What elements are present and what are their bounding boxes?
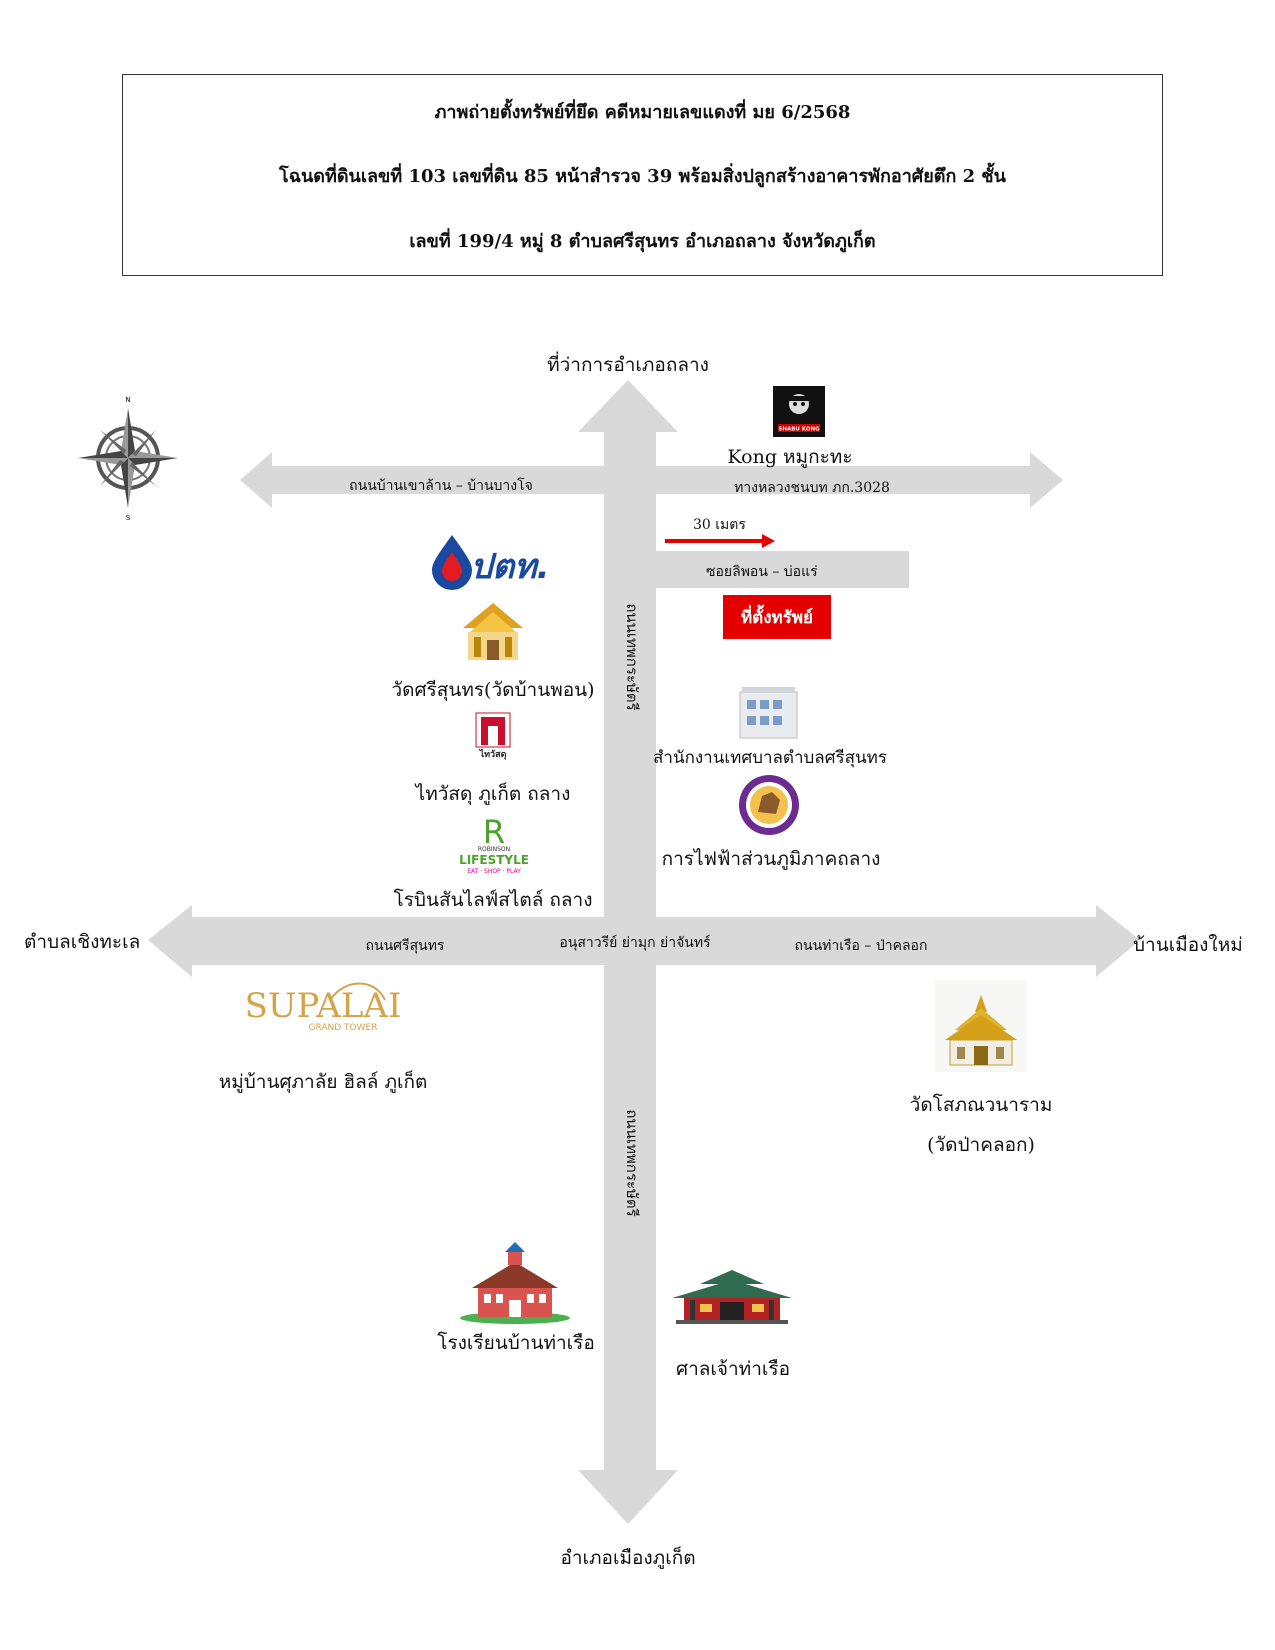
compass-s-label: S xyxy=(126,514,131,522)
east-destination-label: บ้านเมืองใหม่ xyxy=(1133,934,1243,956)
property-label: ที่ตั้งทรัพย์ xyxy=(740,607,814,628)
temple-icon xyxy=(463,603,523,660)
compass-n-label: N xyxy=(125,396,130,404)
school-label: โรงเรียนบ้านท่าเรือ xyxy=(437,1332,595,1354)
kong-label: Kong หมูกะทะ xyxy=(727,446,853,468)
robinson-logo: R ROBINSON LIFESTYLE EAT · SHOP · PLAY xyxy=(459,813,529,875)
property-location-marker: ที่ตั้งทรัพย์ xyxy=(723,595,831,639)
title-line-3: เลขที่ 199/4 หมู่ 8 ตำบลศรีสุนทร อำเภอถล… xyxy=(409,231,876,252)
shrine-label: ศาลเจ้าท่าเรือ xyxy=(676,1358,790,1380)
svg-text:ไทวัสดุ: ไทวัสดุ xyxy=(479,748,507,760)
road-label-mid-center: อนุสาวรีย์ ย่ามุก ย่าจันทร์ xyxy=(559,935,711,951)
distance-label: 30 เมตร xyxy=(693,517,746,533)
road-label-top-right: ทางหลวงชนบท ภก.3028 xyxy=(734,480,890,496)
thaiwatsadu-logo: ไทวัสดุ xyxy=(475,712,511,760)
svg-text:GRAND TOWER: GRAND TOWER xyxy=(309,1023,378,1033)
soi-road xyxy=(656,551,909,588)
road-label-mid-left: ถนนศรีสุนทร xyxy=(365,938,445,954)
school-icon xyxy=(460,1242,570,1324)
compass-e-label: E xyxy=(184,455,188,463)
title-box: ภาพถ่ายตั้งทรัพย์ที่ยึด คดีหมายเลขแดงที่… xyxy=(122,74,1163,276)
robinson-label: โรบินสันไลฟ์สไตล์ ถลาง xyxy=(393,889,593,911)
compass-w-label: W xyxy=(67,455,74,463)
wat-sophon-temple-icon xyxy=(935,980,1027,1072)
supalai-logo: SUPALAI GRAND TOWER xyxy=(245,982,402,1033)
compass-rose-icon xyxy=(78,408,178,508)
svg-text:SHABU KONG: SHABU KONG xyxy=(778,427,820,433)
south-destination-label: อำเภอเมืองภูเก็ต xyxy=(560,1547,696,1569)
svg-text:ปตท.: ปตท. xyxy=(471,547,550,587)
road-vertical xyxy=(578,380,678,1524)
svg-text:LIFESTYLE: LIFESTYLE xyxy=(459,853,529,867)
ptt-logo: ปตท. xyxy=(432,535,550,590)
road-label-mid-right: ถนนท่าเรือ – ป่าคลอก xyxy=(794,938,928,954)
shrine-icon xyxy=(672,1270,792,1324)
distance-arrow xyxy=(665,534,775,548)
svg-text:EAT · SHOP · PLAY: EAT · SHOP · PLAY xyxy=(467,868,521,875)
office-building-icon xyxy=(739,687,798,739)
soi-label: ซอยลิพอน – บ่อแร่ xyxy=(706,564,818,580)
shabu-kong-logo: SHABU KONG xyxy=(773,386,825,437)
thaiwatsadu-label: ไทวัสดุ ภูเก็ต ถลาง xyxy=(415,783,571,805)
pea-label: การไฟฟ้าส่วนภูมิภาคถลาง xyxy=(661,848,881,870)
supalai-label: หมู่บ้านศุภาลัย ฮิลล์ ภูเก็ต xyxy=(218,1071,428,1093)
svg-text:R: R xyxy=(483,813,505,851)
road-label-vertical-lower: ถนนเทพกระษัตรี xyxy=(623,1109,641,1217)
svg-text:ROBINSON: ROBINSON xyxy=(478,846,510,853)
wat-sophon-label-1: วัดโสภณวนาราม xyxy=(909,1094,1053,1116)
title-line-2: โฉนดที่ดินเลขที่ 103 เลขที่ดิน 85 หน้าสำ… xyxy=(279,166,1006,187)
wat-sophon-label-2: (วัดป่าคลอก) xyxy=(927,1134,1035,1156)
west-destination-label: ตำบลเชิงทะเล xyxy=(24,931,141,953)
wat-srisunthon-label: วัดศรีสุนทร(วัดบ้านพอน) xyxy=(391,679,595,701)
svg-text:SUPALAI: SUPALAI xyxy=(245,986,402,1026)
pea-seal-icon xyxy=(739,775,799,835)
north-destination-label: ที่ว่าการอำเภอถลาง xyxy=(547,354,709,376)
title-line-1: ภาพถ่ายตั้งทรัพย์ที่ยึด คดีหมายเลขแดงที่… xyxy=(434,102,851,123)
road-label-top-left: ถนนบ้านเขาล้าน – บ้านบางโจ xyxy=(349,478,533,494)
road-label-vertical-upper: ถนนเทพกระษัตรี xyxy=(623,603,641,711)
municipal-office-label: สำนักงานเทศบาลตำบลศรีสุนทร xyxy=(653,748,887,768)
